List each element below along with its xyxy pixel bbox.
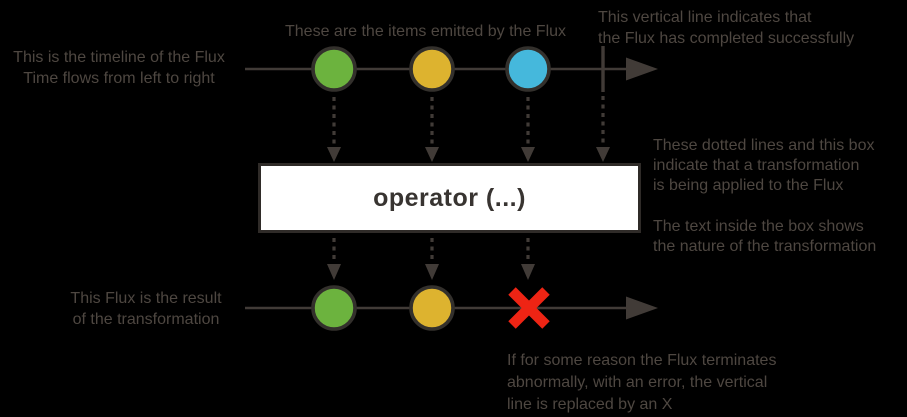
error-x-icon [508,287,550,329]
item-circle-yellow-result [409,285,455,331]
operator-box: operator (...) [258,163,641,233]
item-circle-green-source [311,46,357,92]
item-circles [311,46,551,331]
note-box-text: The text inside the box shows the nature… [653,218,877,255]
note-timeline: This is the timeline of the Flux Time fl… [13,49,225,87]
note-completion: This vertical line indicates that the Fl… [598,9,855,47]
item-circle-yellow-source [409,46,455,92]
transform-arrowhead-icon [425,147,439,162]
item-circle-green-result [311,285,357,331]
transform-arrowhead-icon [425,264,439,280]
source-timeline-arrow-icon [626,57,658,81]
transform-arrowhead-icon [327,264,341,280]
operator-box-label: operator (...) [373,183,526,212]
transform-arrowhead-icon [521,264,535,280]
note-items-emitted: These are the items emitted by the Flux [285,23,567,40]
transform-arrowhead-icon [327,147,341,162]
transform-connectors [327,96,610,280]
note-error-termination: If for some reason the Flux terminates a… [507,352,777,413]
note-transformation: These dotted lines and this box indicate… [653,137,875,194]
item-circle-blue-source [505,46,551,92]
transform-arrowhead-icon [521,147,535,162]
result-timeline-arrow-icon [626,296,658,320]
transform-arrowhead-icon [596,147,610,162]
note-result-flux: This Flux is the result of the transform… [70,290,222,328]
